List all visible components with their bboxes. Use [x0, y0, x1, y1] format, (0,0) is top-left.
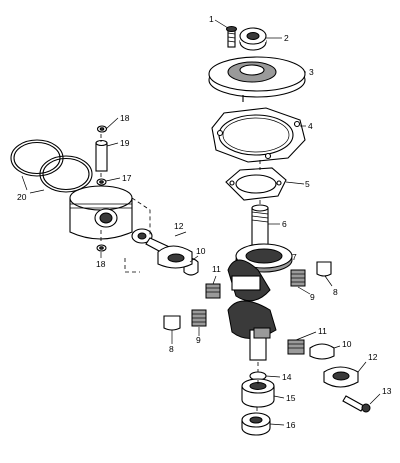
callout-18-bottom: 18: [96, 259, 106, 269]
part-piston-rings: [10, 139, 93, 193]
part-bearing-halves-right: [290, 261, 332, 287]
callout-7: 7: [292, 252, 297, 262]
callout-6: 6: [282, 219, 287, 229]
part-rod-cap: [323, 366, 359, 388]
callout-8-left: 8: [169, 344, 174, 354]
callout-9-left: 9: [196, 335, 201, 345]
part-top-seal: [239, 27, 267, 51]
callout-1: 1: [209, 14, 214, 24]
callout-13: 13: [382, 386, 392, 396]
callout-11-upper: 11: [212, 264, 221, 274]
callout-20: 20: [17, 192, 27, 202]
callout-15: 15: [286, 393, 296, 403]
callout-5: 5: [305, 179, 310, 189]
part-bearing-halves-left: [163, 309, 207, 331]
part-lower-bearing: [241, 378, 275, 408]
callout-17: 17: [122, 173, 132, 183]
callout-18-top: 18: [120, 113, 130, 123]
callout-19: 19: [120, 138, 130, 148]
callout-10-upper: 10: [196, 246, 206, 256]
callout-labels: 1 2 3 4 5 6 7 8 9 8 9 10 11 11 10 12 12 …: [17, 14, 392, 430]
part-lower-seal: [241, 412, 271, 436]
part-gasket-small: [225, 167, 287, 201]
part-upper-bearing-plate: [208, 56, 306, 102]
alignment-dashes: [100, 134, 261, 413]
callout-8-right: 8: [333, 287, 338, 297]
part-connecting-rod: [131, 228, 193, 269]
callout-10-lower: 10: [342, 339, 352, 349]
part-crankshaft: [227, 204, 293, 361]
part-rod-bolt: [342, 395, 371, 413]
callout-2: 2: [284, 33, 289, 43]
part-piston-pin-set: [95, 125, 108, 252]
callout-16: 16: [286, 420, 296, 430]
callout-3: 3: [309, 67, 314, 77]
callout-9-right: 9: [310, 292, 315, 302]
leader-lines: [21, 19, 381, 426]
callout-11-lower: 11: [318, 326, 327, 336]
callout-4: 4: [308, 121, 313, 131]
callout-14: 14: [282, 372, 292, 382]
part-piston: [69, 185, 133, 240]
callout-12-lower: 12: [368, 352, 378, 362]
part-gasket-large: [211, 107, 306, 163]
part-screw: [226, 26, 237, 48]
callout-12-upper: 12: [174, 221, 184, 231]
